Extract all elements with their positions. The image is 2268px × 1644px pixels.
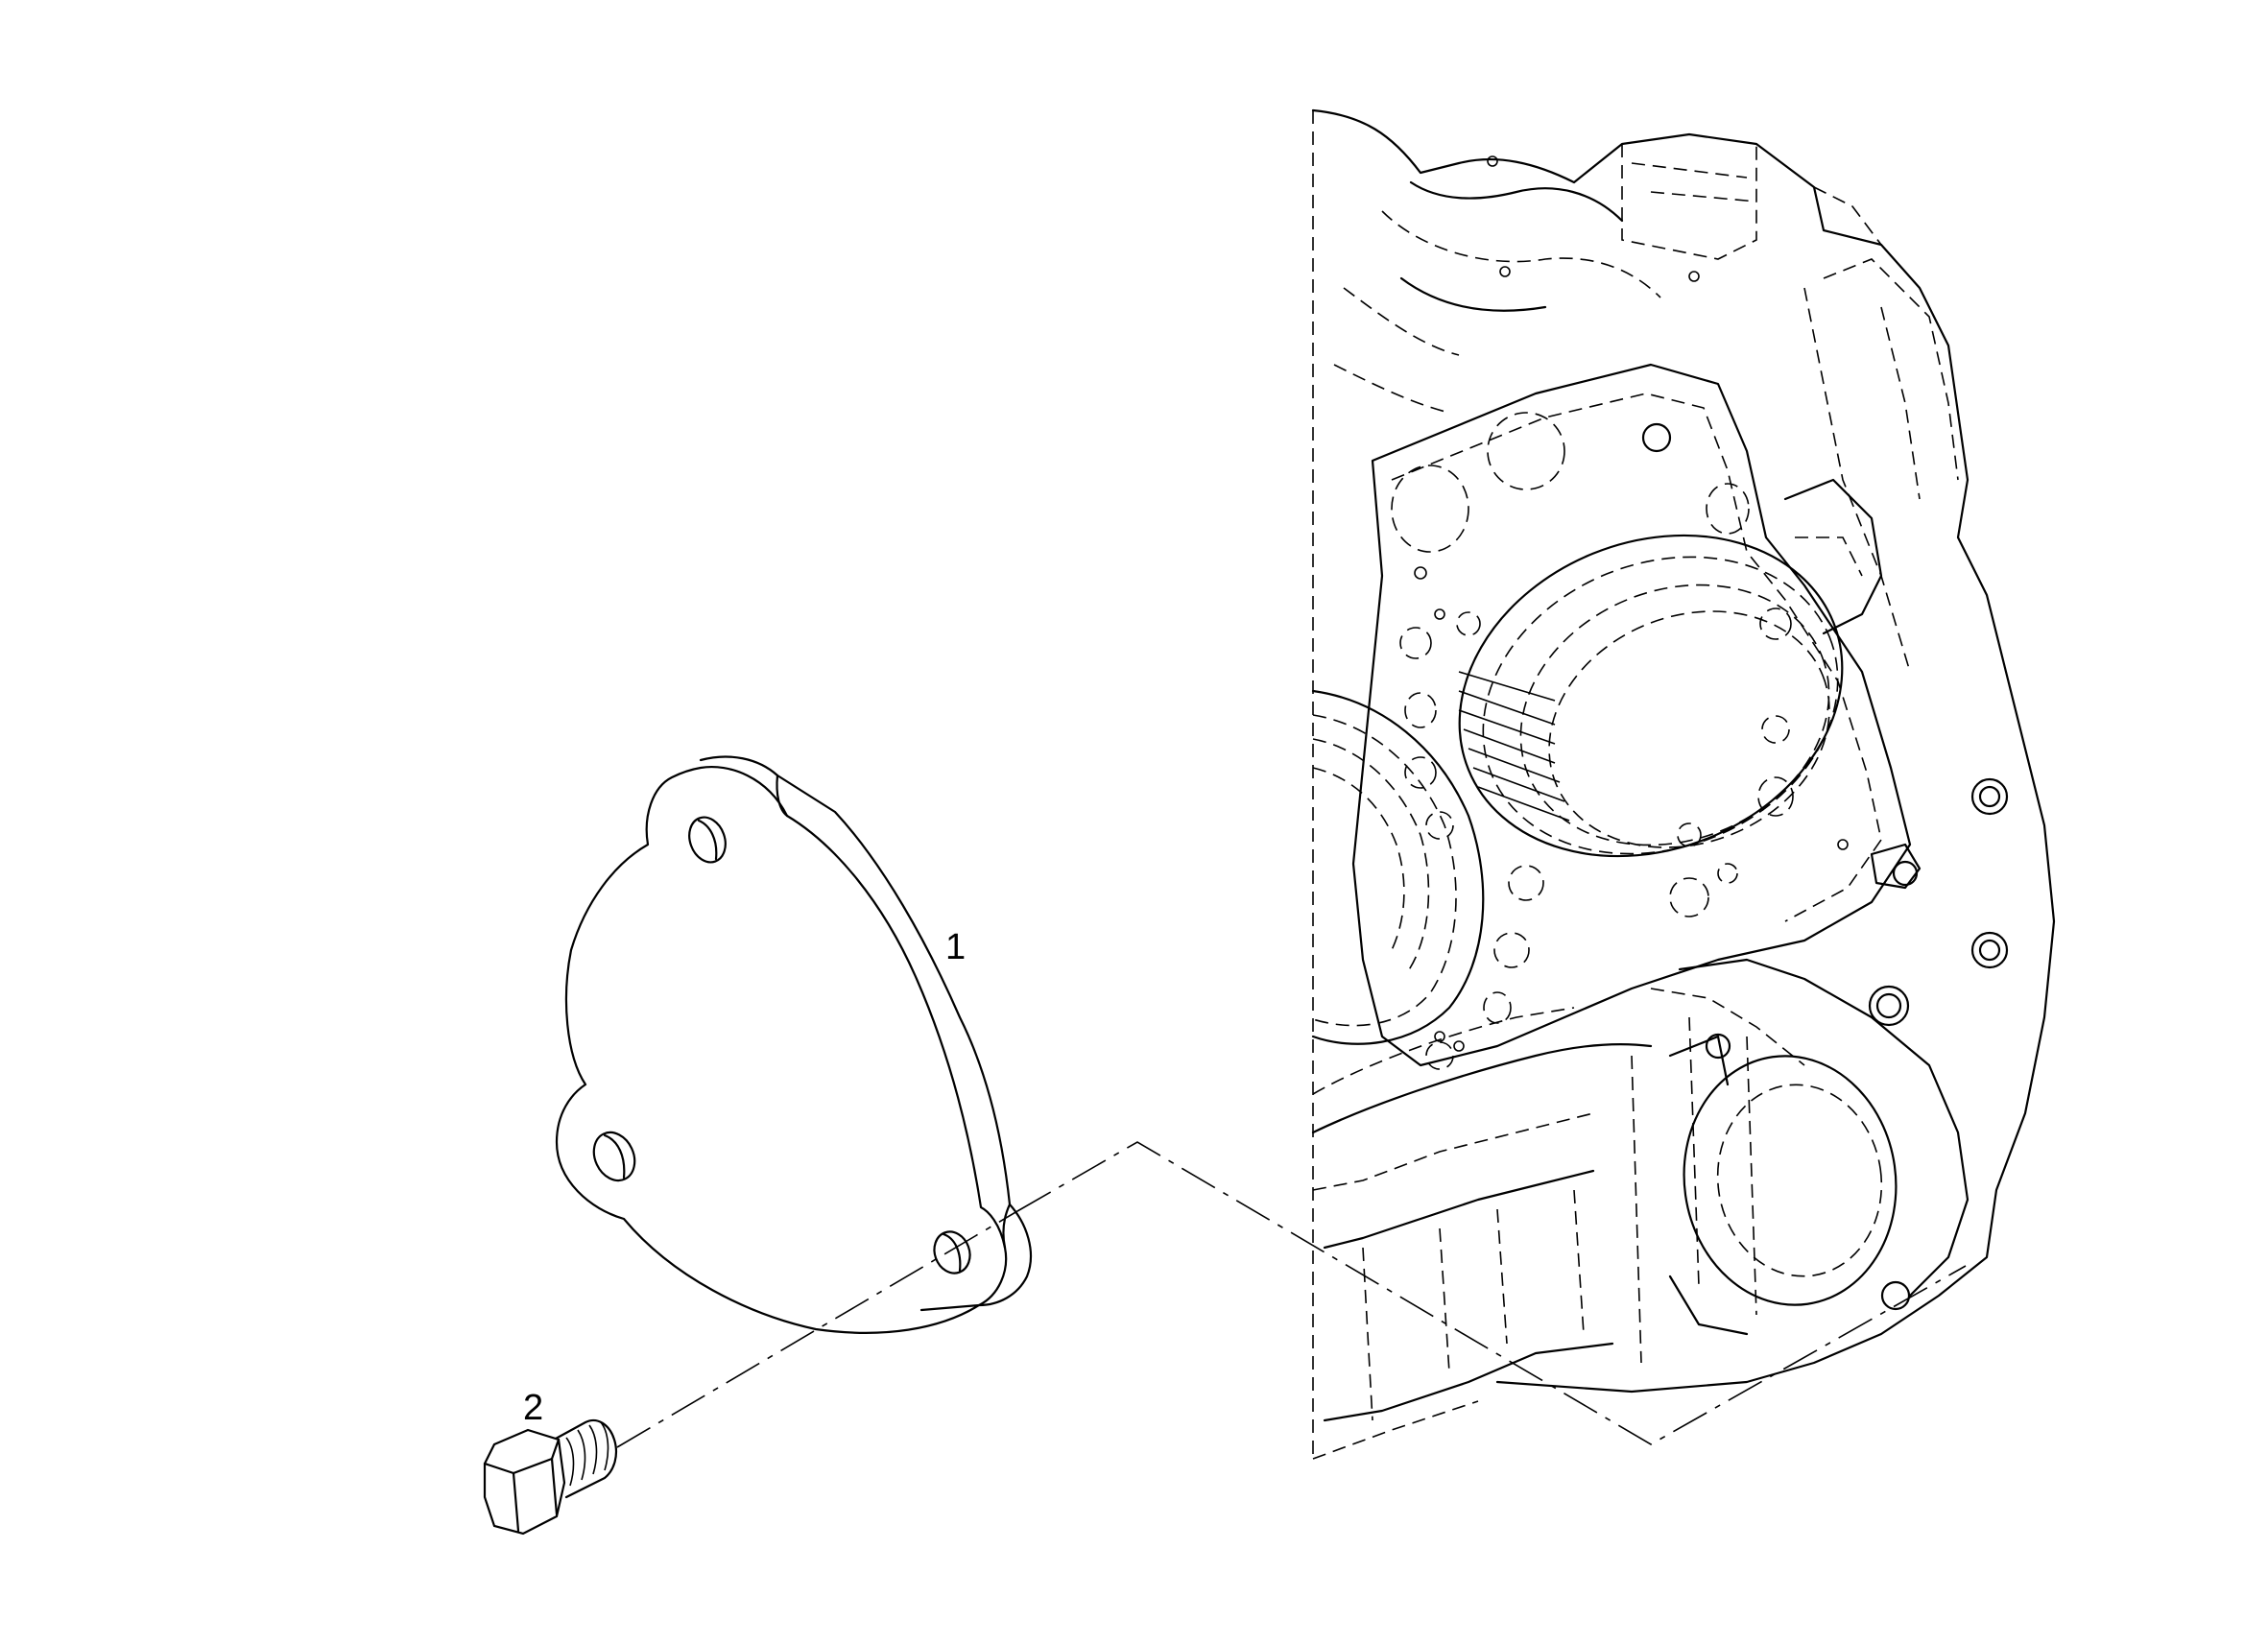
cylinder-bore (1311, 689, 1485, 1045)
cover-plate (555, 755, 1033, 1334)
assembly-centerline (616, 1141, 1967, 1448)
boss-holes (1868, 777, 2009, 1027)
flange-port (1668, 1033, 1911, 1336)
gasket-holes (1391, 155, 1849, 1070)
engine-block (1311, 108, 2056, 1460)
callout-number: 1 (945, 927, 967, 967)
callout-number: 2 (523, 1388, 544, 1428)
cylinder-bore (1458, 534, 1844, 858)
hex-bolt (483, 1418, 618, 1536)
